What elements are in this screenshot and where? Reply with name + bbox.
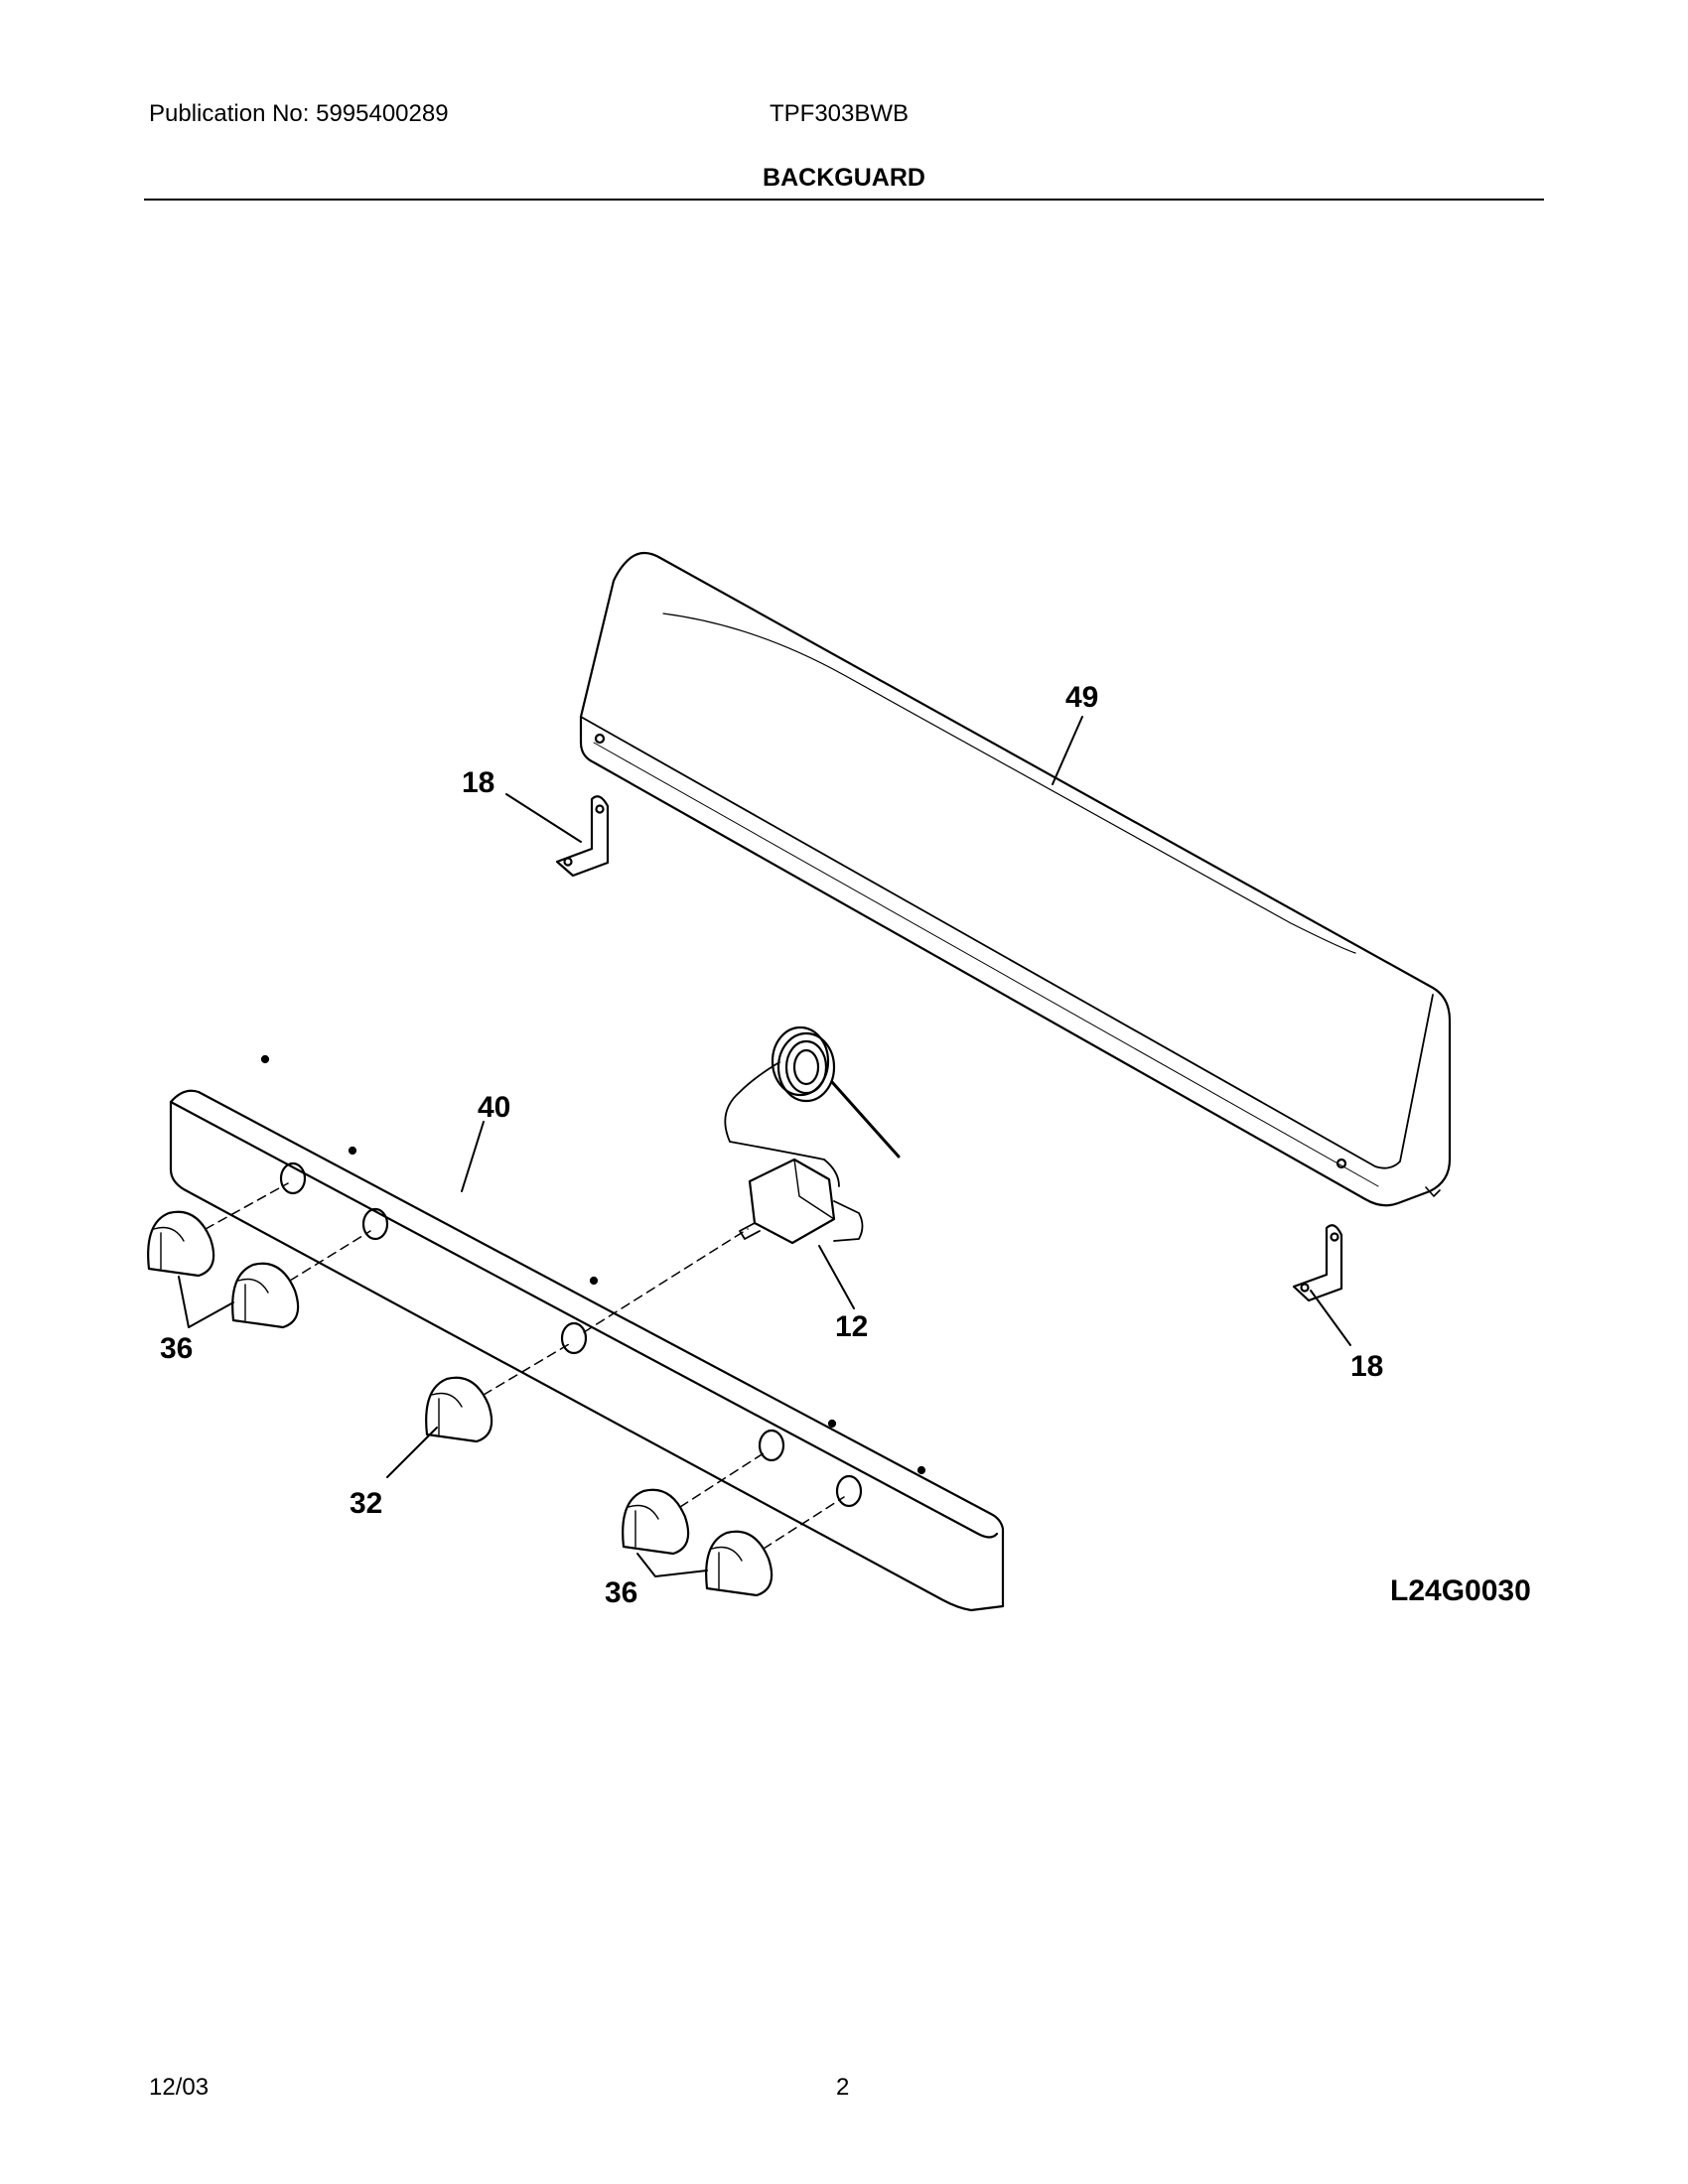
alignment-lines: [205, 1182, 845, 1550]
callout-40: 40: [478, 1091, 510, 1124]
control-panel: [169, 1054, 1005, 1612]
knob-right-1: [622, 1488, 690, 1556]
callout-36-left: 36: [160, 1332, 193, 1365]
thermostat-valve: [724, 1025, 901, 1245]
callout-18-left: 18: [462, 766, 494, 799]
callout-18-right: 18: [1350, 1350, 1383, 1383]
callout-12: 12: [835, 1310, 868, 1343]
knob-left-1: [147, 1210, 215, 1278]
callout-leaders: [178, 716, 1351, 1577]
knob-right-2: [705, 1530, 774, 1597]
backguard-panel: [579, 551, 1452, 1207]
callout-32: 32: [350, 1487, 382, 1520]
mounting-bracket-left: [555, 795, 610, 878]
knob-left-2: [231, 1262, 300, 1329]
callout-36-right: 36: [605, 1576, 637, 1609]
page-number: 2: [836, 2074, 850, 2101]
diagram-code: L24G0030: [1390, 1574, 1531, 1607]
model-number: TPF303BWB: [770, 100, 910, 127]
page-title: BACKGUARD: [763, 164, 925, 192]
mounting-bracket-right: [1292, 1224, 1343, 1302]
header-rule: [144, 199, 1544, 201]
knob-center: [425, 1376, 493, 1443]
callout-49: 49: [1065, 681, 1098, 714]
publication-number: Publication No: 5995400289: [149, 100, 449, 127]
publication-date: 12/03: [149, 2074, 210, 2101]
